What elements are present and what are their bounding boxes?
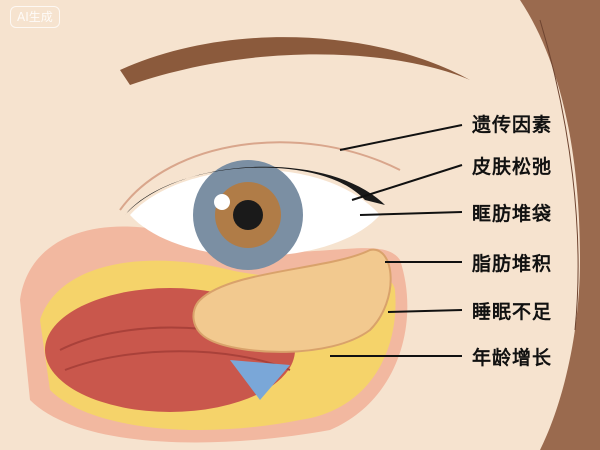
label-orbital-fat-bag: 眶肪堆袋 bbox=[472, 203, 553, 225]
fat-pad-icon bbox=[192, 248, 392, 353]
label-lack-of-sleep: 睡眠不足 bbox=[472, 301, 553, 323]
pointer-arrows bbox=[330, 124, 463, 357]
label-genetics: 遗传因素 bbox=[472, 114, 553, 136]
label-aging: 年龄增长 bbox=[472, 347, 553, 369]
ai-generated-badge: AI生成 bbox=[10, 6, 60, 28]
label-skin-laxity: 皮肤松弛 bbox=[472, 156, 553, 178]
label-fat-accumulation: 脂肪堆积 bbox=[472, 253, 553, 275]
eyebrow-icon bbox=[120, 37, 470, 85]
hair-icon bbox=[520, 0, 600, 450]
